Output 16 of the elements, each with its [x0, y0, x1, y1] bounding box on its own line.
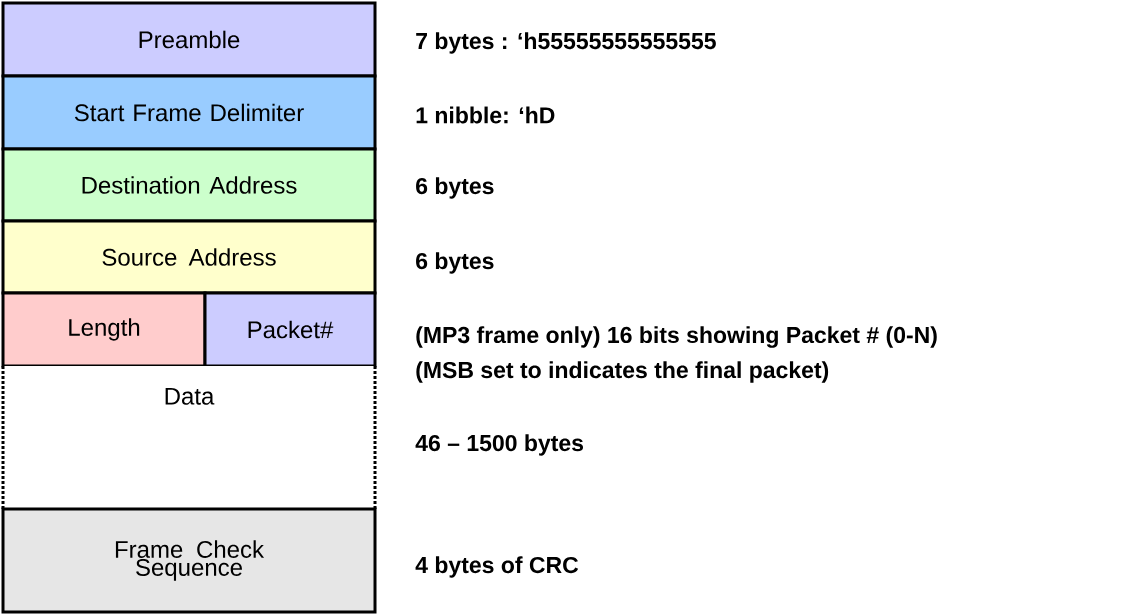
size-label: 1 nibble: ‘hD	[416, 106, 555, 124]
field-box: Source Address	[1, 219, 377, 295]
size-label: (MSB set to indicates the final packet)	[416, 361, 829, 383]
size-label: 46 – 1500 bytes	[415, 434, 584, 456]
field-box: Length	[1, 291, 207, 368]
size-label: 7 bytes : ‘h55555555555555	[416, 32, 716, 54]
size-label: 6 bytes	[416, 177, 494, 199]
field-box: Packet#	[203, 291, 377, 368]
size-label: 6 bytes	[416, 252, 494, 274]
size-label: (MP3 frame only) 16 bits showing Packet # (0-N)	[416, 326, 937, 348]
field-box: Preamble	[1, 1, 377, 78]
field-box: Data	[1, 366, 377, 509]
field-box: Destination Address	[1, 147, 377, 223]
size-label: 4 bytes of CRC	[415, 556, 579, 578]
field-box: Frame Check Sequence	[1, 507, 377, 614]
field-box: Start Frame Delimiter	[1, 74, 377, 151]
